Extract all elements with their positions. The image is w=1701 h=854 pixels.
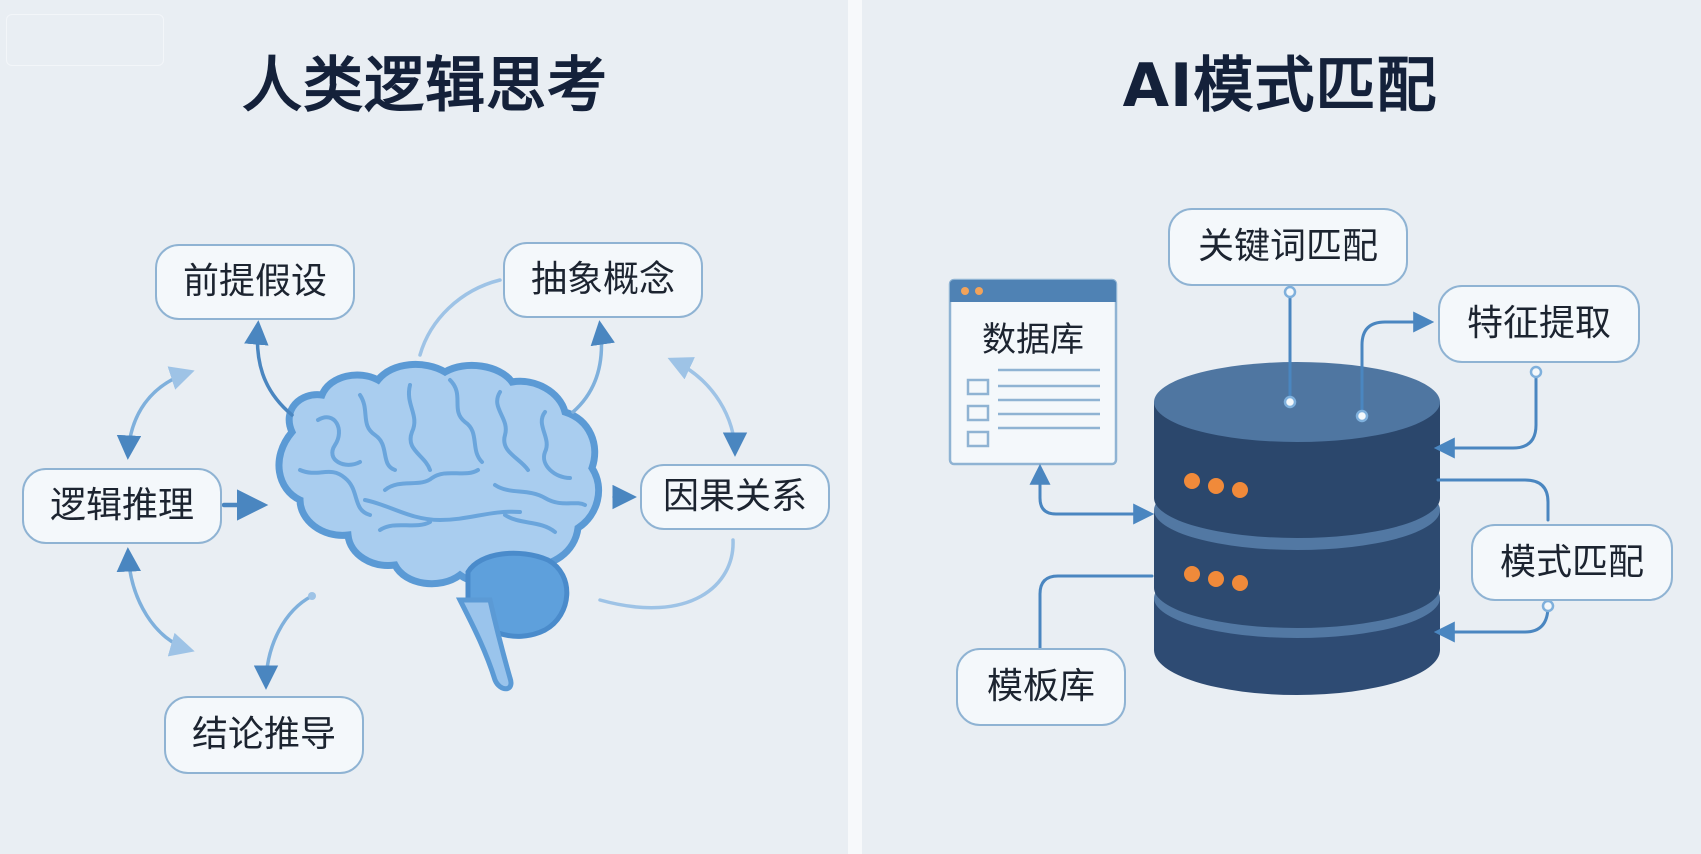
node-feature: 特征提取 (1438, 285, 1640, 363)
database-window-icon (948, 278, 1118, 466)
corner-tab (6, 14, 164, 66)
node-template: 模板库 (956, 648, 1126, 726)
ai-pattern-title: AI模式匹配 (1122, 51, 1438, 121)
status-leds (1184, 473, 1248, 591)
node-pattern: 模式匹配 (1471, 524, 1673, 601)
panel-divider (848, 0, 862, 854)
node-premise: 前提假设 (155, 244, 355, 320)
database-cylinder-icon (1154, 362, 1440, 695)
node-logic: 逻辑推理 (22, 468, 222, 544)
brain-arrows (116, 278, 748, 690)
brain-icon (275, 360, 603, 692)
node-causal: 因果关系 (640, 464, 830, 530)
node-abstract: 抽象概念 (503, 242, 703, 318)
node-keyword: 关键词匹配 (1168, 208, 1408, 286)
database-label: 数据库 (982, 320, 1084, 360)
database-connectors (1029, 285, 1555, 650)
human-logic-title: 人类逻辑思考 (242, 51, 608, 121)
node-conclusion: 结论推导 (164, 696, 364, 774)
brain-diagram (116, 278, 748, 692)
